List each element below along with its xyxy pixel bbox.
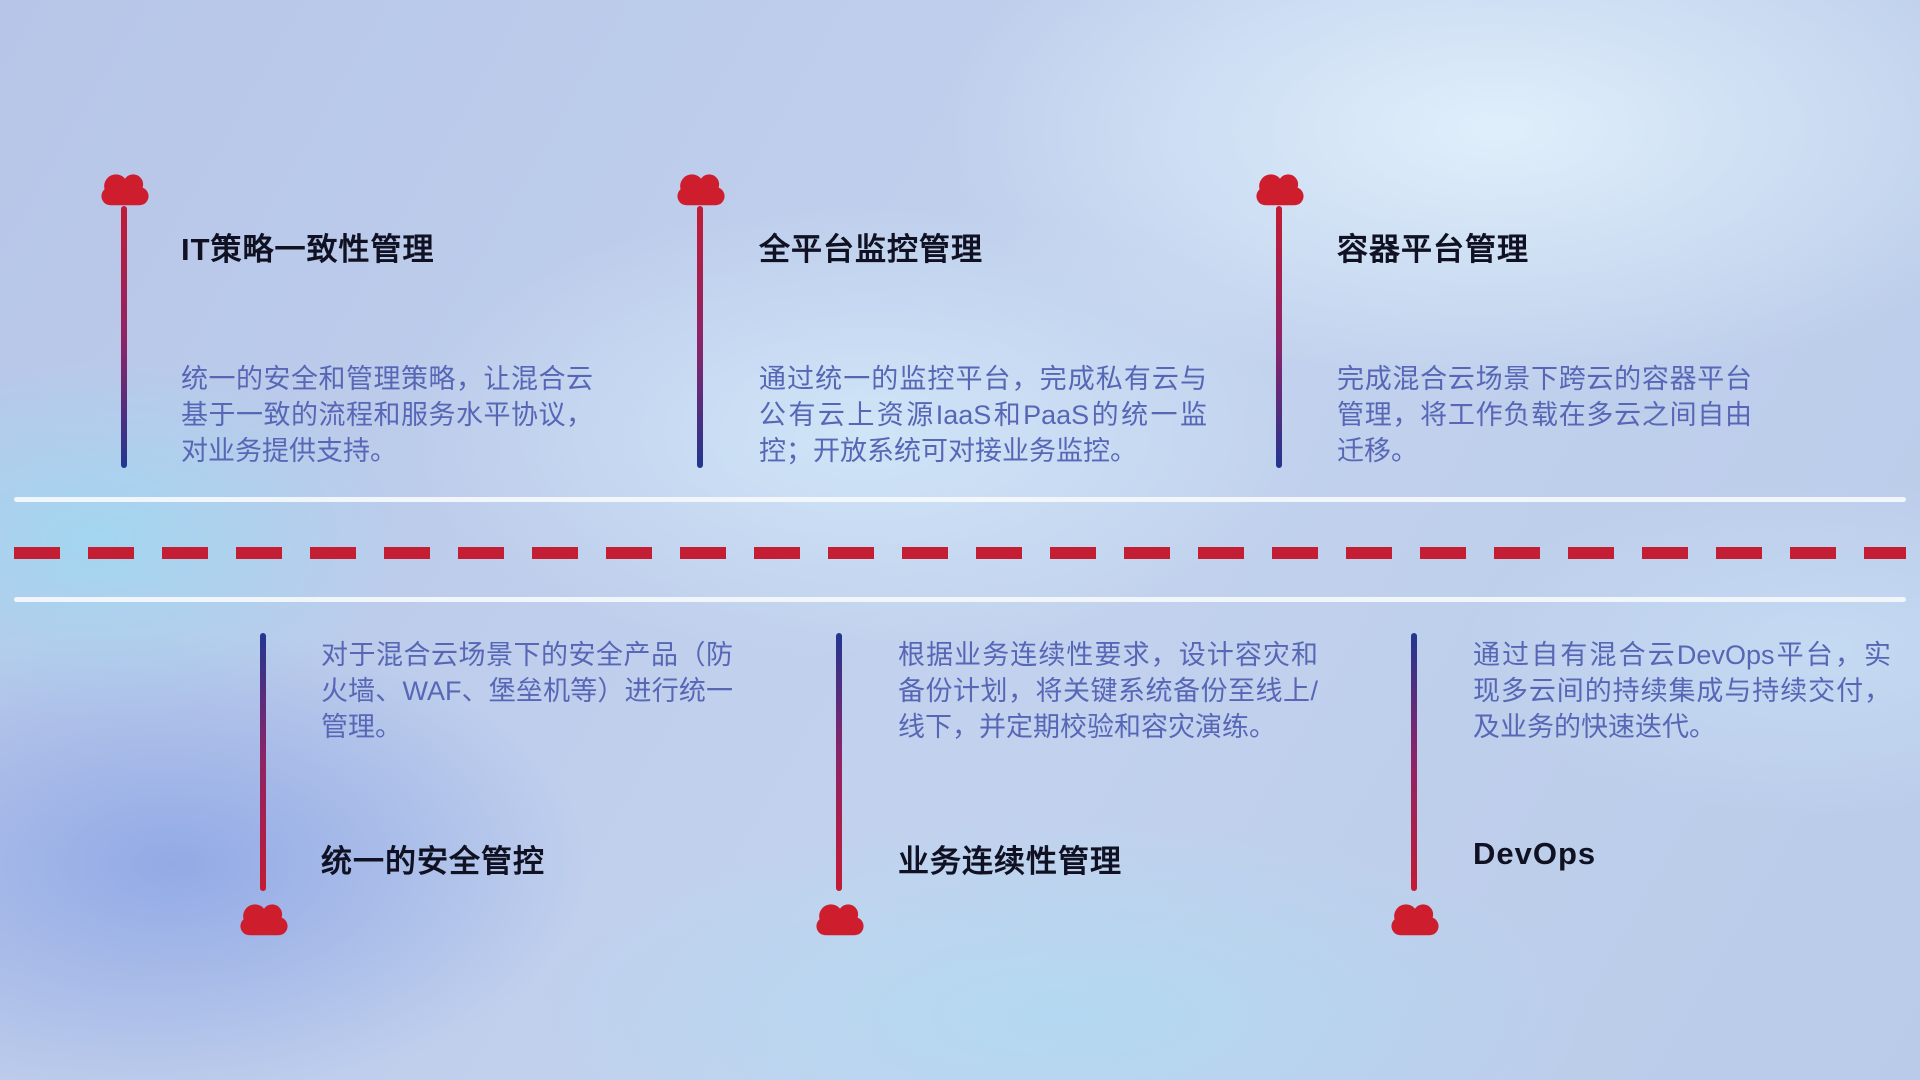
cloud-icon	[1386, 898, 1444, 938]
cloud-icon	[96, 168, 154, 208]
feature-description: 通过统一的监控平台，完成私有云与公有云上资源IaaS和PaaS的统一监控；开放系…	[759, 364, 1207, 466]
connector-line	[260, 633, 266, 891]
feature-title: IT策略一致性管理	[181, 232, 435, 267]
cloud-icon	[811, 898, 869, 938]
connector-line	[1411, 633, 1417, 891]
divider-line-top	[14, 497, 1906, 502]
feature-title: 统一的安全管控	[321, 844, 545, 879]
feature-title: 业务连续性管理	[898, 844, 1122, 879]
feature-description: 根据业务连续性要求，设计容灾和备份计划，将关键系统备份至线上/线下，并定期校验和…	[898, 640, 1318, 742]
feature-description: 统一的安全和管理策略，让混合云基于一致的流程和服务水平协议，对业务提供支持。	[181, 364, 593, 466]
feature-title: 全平台监控管理	[759, 232, 983, 267]
cloud-icon	[672, 168, 730, 208]
divider-line-bottom	[14, 597, 1906, 602]
feature-title: DevOps	[1473, 836, 1597, 871]
cloud-icon	[235, 898, 293, 938]
divider-dashed-line	[14, 547, 1906, 559]
connector-line	[1276, 206, 1282, 468]
feature-description: 通过自有混合云DevOps平台，实现多云间的持续集成与持续交付，及业务的快速迭代…	[1473, 640, 1891, 742]
feature-description: 对于混合云场景下的安全产品（防火墙、WAF、堡垒机等）进行统一管理。	[321, 640, 733, 742]
cloud-icon	[1251, 168, 1309, 208]
feature-description: 完成混合云场景下跨云的容器平台管理，将工作负载在多云之间自由迁移。	[1337, 364, 1752, 466]
connector-line	[121, 206, 127, 468]
connector-line	[697, 206, 703, 468]
connector-line	[836, 633, 842, 891]
feature-title: 容器平台管理	[1337, 232, 1529, 267]
